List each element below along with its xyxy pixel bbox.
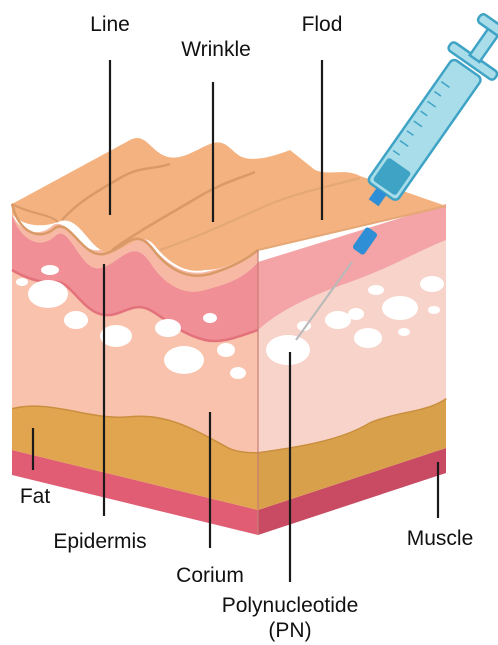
- label-polynucleotide: Polynucleotide: [222, 594, 359, 617]
- label-fat: Fat: [20, 485, 51, 508]
- label-wrinkle: Wrinkle: [181, 38, 251, 61]
- label-pn: (PN): [268, 619, 311, 642]
- label-corium: Corium: [176, 564, 244, 587]
- label-flod: Flod: [302, 13, 343, 36]
- pn-injection-site: [284, 339, 296, 351]
- label-line: Line: [90, 13, 130, 36]
- label-epidermis: Epidermis: [53, 530, 146, 553]
- label-muscle: Muscle: [407, 527, 474, 550]
